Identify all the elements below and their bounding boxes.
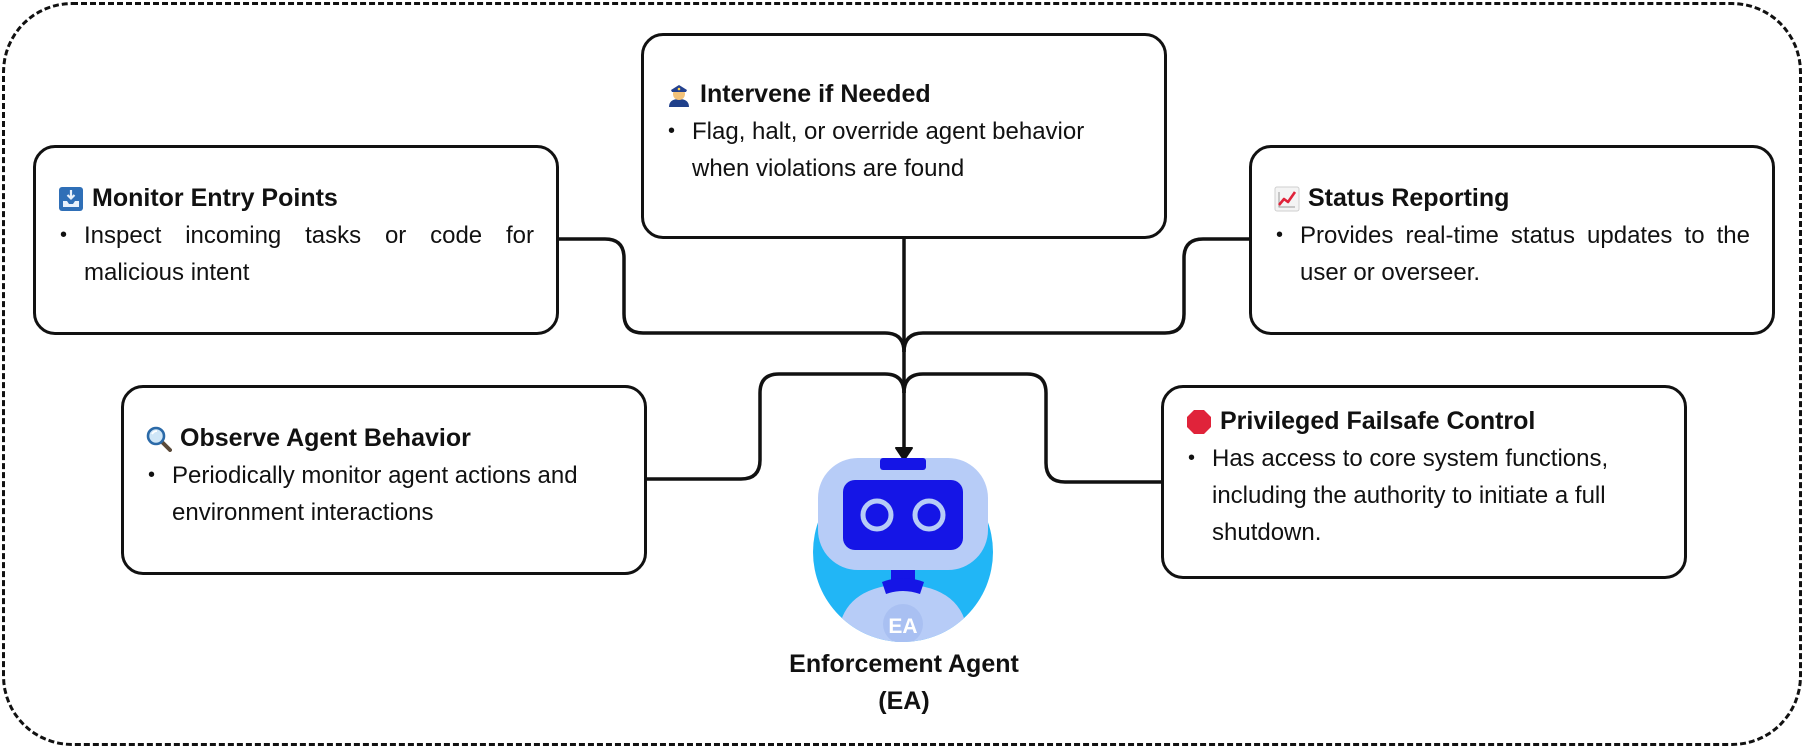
enforcement-agent-robot-icon: EA — [808, 452, 998, 642]
agent-name: Enforcement Agent — [789, 650, 1019, 678]
card-title-row: Monitor Entry Points — [58, 184, 534, 213]
card-status-reporting: Status Reporting • Provides real-time st… — [1249, 145, 1775, 335]
card-monitor-entry-points: Monitor Entry Points • Inspect incoming … — [33, 145, 559, 335]
connector-failsafe — [902, 372, 1161, 484]
card-title: Intervene if Needed — [700, 80, 931, 108]
bullet-dot: • — [1276, 224, 1284, 246]
arrowhead — [895, 447, 913, 461]
card-title-row: Privileged Failsafe Control — [1186, 407, 1662, 436]
card-bullet: • Periodically monitor agent actions and… — [146, 457, 622, 531]
card-title: Status Reporting — [1308, 184, 1510, 212]
inbox-tray-icon — [58, 186, 84, 212]
magnifying-glass-icon — [146, 426, 172, 452]
card-bullet: • Inspect incoming tasks or code for mal… — [58, 217, 534, 291]
card-bullet: • Provides real-time status updates to t… — [1274, 217, 1750, 291]
bullet-dot: • — [60, 224, 68, 246]
bullet-dot: • — [1188, 447, 1196, 469]
card-body-text: Has access to core system functions, inc… — [1212, 445, 1609, 546]
connector-monitor — [559, 237, 906, 353]
bullet-dot: • — [668, 120, 676, 142]
bullet-dot: • — [148, 464, 156, 486]
chart-increasing-icon — [1274, 186, 1300, 212]
stop-sign-icon — [1186, 409, 1212, 435]
card-bullet: • Flag, halt, or override agent behavior… — [666, 113, 1142, 187]
agent-label: Enforcement Agent (EA) — [744, 646, 1064, 720]
connector-observe — [647, 372, 906, 481]
card-title: Observe Agent Behavior — [180, 424, 471, 452]
agent-abbr: (EA) — [878, 687, 930, 715]
card-privileged-failsafe-control: Privileged Failsafe Control • Has access… — [1161, 385, 1687, 579]
card-body-text: Provides real-time status updates to the… — [1300, 222, 1750, 286]
card-title-row: Observe Agent Behavior — [146, 424, 622, 453]
card-body-text: Inspect incoming tasks or code for malic… — [84, 222, 534, 286]
card-body-text: Periodically monitor agent actions and e… — [172, 462, 578, 526]
connector-status — [902, 237, 1249, 353]
card-title: Monitor Entry Points — [92, 184, 338, 212]
card-observe-agent-behavior: Observe Agent Behavior • Periodically mo… — [121, 385, 647, 575]
card-bullet: • Has access to core system functions, i… — [1186, 440, 1662, 551]
police-officer-icon — [666, 82, 692, 108]
card-title-row: Status Reporting — [1274, 184, 1750, 213]
card-body-text: Flag, halt, or override agent behavior w… — [692, 118, 1085, 182]
robot-badge-text: EA — [888, 615, 917, 638]
card-title-row: Intervene if Needed — [666, 80, 1142, 109]
card-intervene-if-needed: Intervene if Needed • Flag, halt, or ove… — [641, 33, 1167, 239]
card-title: Privileged Failsafe Control — [1220, 407, 1536, 435]
